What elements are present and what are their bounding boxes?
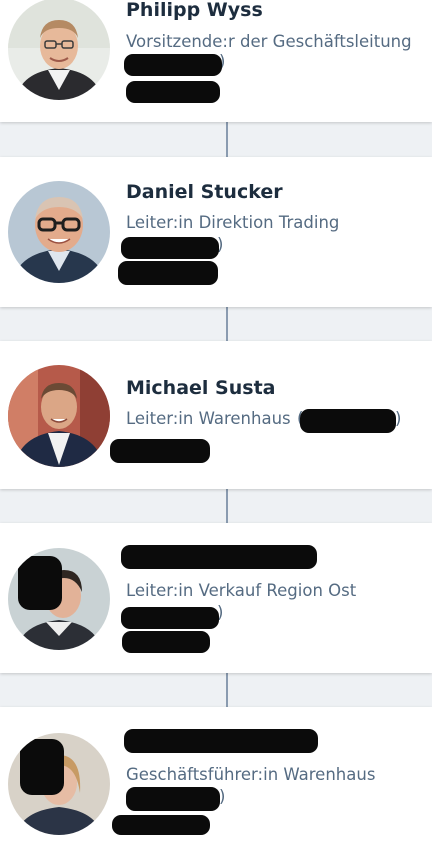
person-card[interactable]: Michael Susta Leiter:in Warenhaus ( ) — [0, 341, 432, 489]
person-name[interactable]: Philipp Wyss — [126, 0, 263, 21]
person-card[interactable]: Philipp Wyss Vorsitzende:r der Geschäfts… — [0, 0, 432, 122]
contact-paren-close: ) — [217, 235, 224, 254]
contact-paren-close: ) — [219, 52, 226, 71]
person-name[interactable]: Daniel Stucker — [126, 181, 283, 203]
person-card[interactable]: Leiter:in Verkauf Region Ost ) — [0, 523, 432, 673]
redaction-bar — [121, 545, 317, 569]
person-role: Leiter:in Verkauf Region Ost — [126, 581, 357, 600]
person-card[interactable]: Daniel Stucker Leiter:in Direktion Tradi… — [0, 157, 432, 307]
person-photo-icon — [8, 548, 110, 650]
contact-paren-close: ) — [217, 603, 224, 622]
redaction-bar — [121, 237, 219, 259]
redaction-bar — [126, 787, 220, 811]
redaction-bar — [300, 409, 396, 433]
person-name[interactable]: Michael Susta — [126, 377, 276, 399]
redaction-bar — [118, 261, 218, 285]
redaction-bar — [110, 439, 210, 463]
person-role: Geschäftsführer:in Warenhaus — [126, 765, 376, 784]
person-role: Leiter:in Warenhaus — [126, 409, 291, 428]
person-card[interactable]: Geschäftsführer:in Warenhaus ) — [0, 707, 432, 847]
redaction-bar — [122, 631, 210, 653]
redaction-bar — [124, 54, 222, 76]
contact-paren-close: ) — [219, 787, 226, 806]
redaction-bar — [121, 607, 219, 629]
person-photo-icon — [8, 181, 110, 283]
contact-paren-close: ) — [395, 409, 402, 428]
person-photo-icon — [8, 0, 110, 100]
redaction-bar — [124, 729, 318, 753]
person-role: Leiter:in Direktion Trading — [126, 213, 340, 232]
person-photo-icon — [8, 365, 110, 467]
redaction-bar — [126, 81, 220, 103]
person-photo-icon — [8, 733, 110, 835]
redaction-bar — [112, 815, 210, 835]
person-role: Vorsitzende:r der Geschäftsleitung — [126, 32, 412, 51]
